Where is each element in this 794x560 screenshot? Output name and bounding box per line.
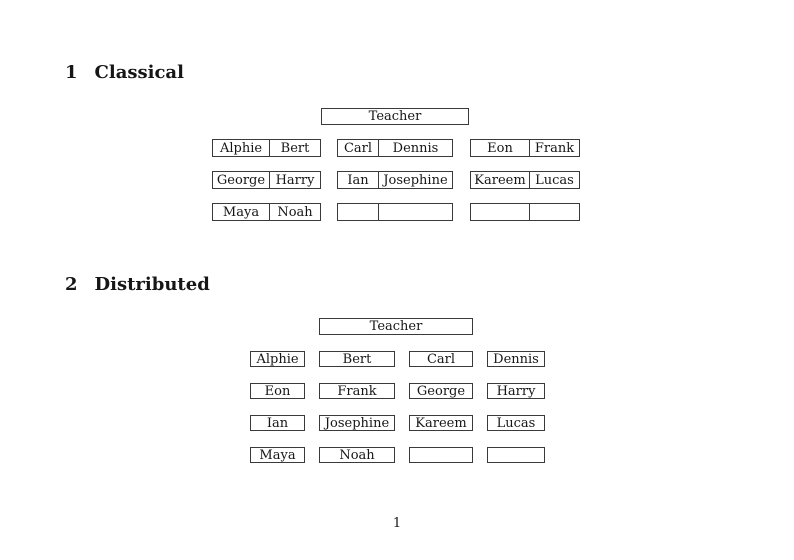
student-box: Josephine (319, 415, 395, 431)
desk-seat: Bert (280, 140, 310, 156)
student-label: Kareem (415, 415, 467, 431)
student-box: Frank (319, 383, 395, 399)
teacher-box: Teacher (319, 318, 473, 335)
desk-seat (338, 204, 379, 220)
student-box-empty (487, 447, 545, 463)
student-box: Alphie (250, 351, 305, 367)
section-heading-distributed: 2 Distributed (65, 275, 210, 295)
student-label: Alphie (256, 351, 299, 367)
desk-box: Maya Noah (212, 203, 321, 221)
student-label: George (416, 383, 466, 399)
student-label: Maya (259, 447, 296, 463)
desk-seat: Maya (213, 204, 270, 220)
desk-seat: Frank (534, 140, 575, 156)
desk-seat: Ian (338, 172, 379, 188)
section-title: Classical (94, 62, 184, 83)
student-box: George (409, 383, 473, 399)
desk-seat: Kareem (471, 172, 530, 188)
section-number: 1 (65, 62, 78, 83)
desk-seat: Dennis (392, 140, 439, 156)
desk-seat: Alphie (213, 140, 270, 156)
teacher-label: Teacher (368, 109, 422, 124)
student-box: Carl (409, 351, 473, 367)
desk-box-empty (337, 203, 453, 221)
student-label: Harry (496, 383, 536, 399)
section-heading-classical: 1 Classical (65, 63, 184, 83)
student-label: Carl (426, 351, 456, 367)
desk-box: Eon Frank (470, 139, 580, 157)
desk-box: Alphie Bert (212, 139, 321, 157)
desk-box: Kareem Lucas (470, 171, 580, 189)
desk-seat: Harry (275, 172, 315, 188)
student-label: Ian (266, 415, 289, 431)
desk-seat (379, 204, 452, 220)
teacher-box: Teacher (321, 108, 469, 125)
student-label: Noah (339, 447, 375, 463)
desk-seat: Lucas (535, 172, 574, 188)
desk-seat: George (213, 172, 270, 188)
desk-seat: Josephine (383, 172, 448, 188)
desk-seat (530, 204, 579, 220)
page-number: 1 (392, 516, 402, 531)
desk-box-empty (470, 203, 580, 221)
student-box: Dennis (487, 351, 545, 367)
desk-box: Carl Dennis (337, 139, 453, 157)
student-label: Josephine (324, 415, 390, 431)
student-box: Noah (319, 447, 395, 463)
student-label: Dennis (493, 351, 539, 367)
desk-seat (471, 204, 530, 220)
student-box: Eon (250, 383, 305, 399)
student-box: Harry (487, 383, 545, 399)
desk-seat: Noah (277, 204, 313, 220)
student-box-empty (409, 447, 473, 463)
student-label: Lucas (496, 415, 536, 431)
section-number: 2 (65, 274, 78, 295)
section-title: Distributed (94, 274, 210, 295)
student-box: Kareem (409, 415, 473, 431)
student-box: Ian (250, 415, 305, 431)
teacher-label: Teacher (369, 319, 423, 334)
desk-seat: Carl (338, 140, 379, 156)
student-box: Bert (319, 351, 395, 367)
student-label: Frank (337, 383, 377, 399)
student-label: Bert (342, 351, 372, 367)
student-label: Eon (264, 383, 291, 399)
desk-box: George Harry (212, 171, 321, 189)
desk-seat: Eon (471, 140, 530, 156)
student-box: Maya (250, 447, 305, 463)
student-box: Lucas (487, 415, 545, 431)
desk-box: Ian Josephine (337, 171, 453, 189)
